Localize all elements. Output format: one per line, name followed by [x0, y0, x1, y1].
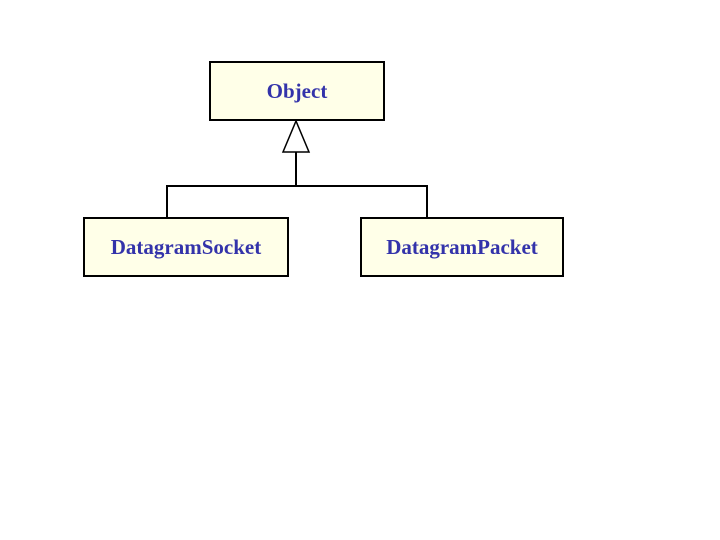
class-name-datagrampacket: DatagramPacket	[386, 234, 538, 259]
class-name-object: Object	[266, 78, 328, 103]
class-box-datagrampacket[interactable]: DatagramPacket	[360, 217, 564, 277]
inheritance-triangle-icon	[281, 119, 311, 153]
class-box-object[interactable]: Object	[209, 61, 385, 121]
class-box-datagramsocket[interactable]: DatagramSocket	[83, 217, 289, 277]
class-name-datagramsocket: DatagramSocket	[110, 234, 262, 259]
